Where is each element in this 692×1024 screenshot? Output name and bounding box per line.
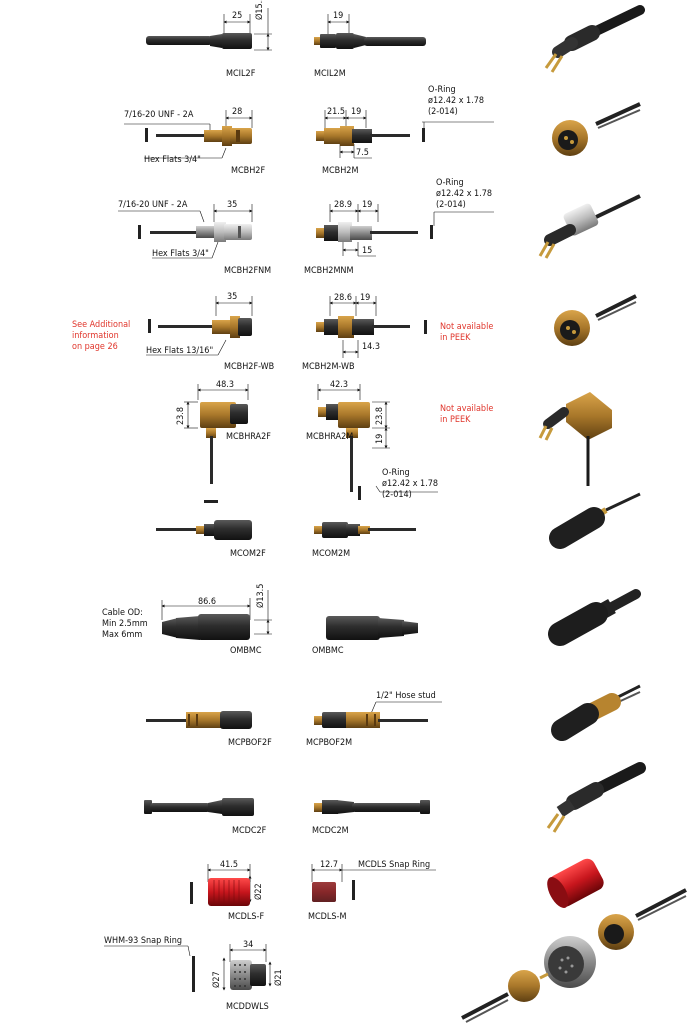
part-mcil2f-drawing: [146, 33, 252, 49]
dim-label: 7.5: [356, 148, 369, 158]
part-name-mcdls-f: MCDLS-F: [228, 912, 265, 922]
part-mcdc2f-drawing: [144, 798, 254, 816]
see-additional-note: See Additional information on page 26: [72, 320, 131, 352]
dim-label: 19: [360, 293, 371, 303]
dim-label: 23.8: [176, 406, 186, 425]
part-name-mcom2f: MCOM2F: [230, 549, 266, 559]
part-mcdls-m-drawing: [312, 880, 355, 902]
part-name-mcbh2f: MCBH2F: [231, 166, 266, 176]
dim-label: 19: [362, 200, 373, 210]
dim-label: 34: [243, 940, 254, 950]
dim-label: Ø13.5: [256, 583, 266, 608]
part-name-mcdls-m: MCDLS-M: [308, 912, 347, 922]
dim-label: Ø27: [212, 971, 222, 988]
part-name-mcbh2f-wb: MCBH2F-WB: [224, 362, 275, 372]
part-mcom2m-drawing: [314, 522, 416, 538]
part-mcbh2m-wb-drawing: [316, 316, 427, 338]
dim-label: Hex Flats 3/4": [152, 249, 209, 259]
dim-label: 19: [351, 107, 362, 117]
dim-label: 28: [232, 107, 243, 117]
part-mcbh2mnm-drawing: [316, 222, 433, 242]
dim-label: 7/16-20 UNF - 2A: [118, 200, 188, 210]
render-mcbh2-wb: [554, 294, 637, 346]
part-name-mcbh2m-wb: MCBH2M-WB: [302, 362, 355, 372]
dim-label: 86.6: [198, 597, 217, 607]
part-name-mcbh2mnm: MCBH2MNM: [304, 266, 354, 276]
render-mcbh2: [552, 102, 641, 156]
part-name-mcdc2f: MCDC2F: [232, 826, 267, 836]
part-mcbh2fnm-drawing: [138, 222, 252, 242]
part-name-mcddwls: MCDDWLS: [226, 1002, 269, 1012]
dim-label: 35: [227, 292, 238, 302]
dim-label: 35: [227, 200, 238, 210]
render-mcom2: [549, 492, 641, 549]
not-available-peek-note: Not available in PEEK: [440, 404, 494, 425]
dim-label: 28.6: [334, 293, 353, 303]
part-name-mcbh2fnm: MCBH2FNM: [224, 266, 272, 276]
oring-note: O-Ring ø12.42 x 1.78 (2-014): [382, 468, 439, 500]
part-mcbhra2m-drawing: [318, 402, 370, 500]
part-mcdls-f-drawing: [190, 878, 250, 906]
part-name-mcom2m: MCOM2M: [312, 549, 351, 559]
part-name-mcil2m: MCIL2M: [314, 69, 346, 79]
dim-label: 48.3: [216, 380, 235, 390]
part-name-mcbhra2m: MCBHRA2M: [306, 432, 354, 442]
dim-label: 42.3: [330, 380, 349, 390]
oring-note: O-Ring ø12.42 x 1.78 (2-014): [436, 178, 493, 210]
hose-stud-note: 1/2" Hose stud: [376, 691, 436, 701]
dim-label: Hex Flats 13/16": [146, 346, 214, 356]
render-mcdls-assembly: [461, 858, 687, 1023]
render-mcbhra2: [538, 392, 612, 486]
dim-label: Hex Flats 3/4": [144, 155, 201, 165]
part-name-ombmc-right: OMBMC: [312, 646, 344, 656]
dim-label: 41.5: [220, 860, 239, 870]
part-mcbh2m-drawing: [316, 126, 425, 146]
part-mcil2m-drawing: [314, 33, 426, 49]
dim-label: Ø15.5: [255, 0, 265, 20]
part-name-mcdc2m: MCDC2M: [312, 826, 349, 836]
part-mcbh2f-wb-drawing: [148, 316, 252, 338]
dim-label: 25: [232, 11, 243, 21]
dim-label: 19: [333, 11, 344, 21]
snap-ring-note: MCDLS Snap Ring: [358, 860, 431, 870]
part-ombmc-left-drawing: [162, 614, 250, 640]
part-name-mcbhra2f: MCBHRA2F: [226, 432, 271, 442]
render-mcil2: [544, 5, 645, 73]
part-name-mcpbof2f: MCPBOF2F: [228, 738, 272, 748]
part-mcbhra2f-drawing: [200, 402, 248, 503]
part-mcbh2f-drawing: [145, 126, 252, 146]
render-mcdc2: [546, 762, 646, 833]
dim-label: 28.9: [334, 200, 353, 210]
part-mcpbof2m-drawing: [314, 712, 428, 728]
dim-label: 12.7: [320, 860, 339, 870]
dim-label: 15: [362, 246, 373, 256]
not-available-peek-note: Not available in PEEK: [440, 322, 494, 343]
render-ombmc: [548, 589, 641, 646]
part-mcddwls-drawing: [192, 956, 266, 992]
dim-label: 19: [375, 433, 385, 444]
part-mcpbof2f-drawing: [146, 711, 252, 729]
snap-ring-note: WHM-93 Snap Ring: [104, 936, 182, 946]
dim-label: 21.5: [327, 107, 346, 117]
dim-label: Ø22: [254, 883, 264, 900]
cable-od-note: Cable OD: Min 2.5mm Max 6mm: [102, 608, 148, 640]
dim-label: 14.3: [362, 342, 381, 352]
oring-note: O-Ring ø12.42 x 1.78 (2-014): [428, 85, 485, 117]
part-mcom2f-drawing: [156, 520, 252, 540]
render-mcpbof2: [551, 684, 641, 741]
dim-label: 23.8: [375, 406, 385, 425]
part-mcdc2m-drawing: [314, 800, 430, 814]
part-name-mcil2f: MCIL2F: [226, 69, 256, 79]
part-name-mcbh2m: MCBH2M: [322, 166, 359, 176]
part-name-mcpbof2m: MCPBOF2M: [306, 738, 353, 748]
dimension-lines: [104, 8, 494, 991]
dim-label: 7/16-20 UNF - 2A: [124, 110, 194, 120]
part-ombmc-right-drawing: [326, 616, 418, 640]
render-mcbh2nm: [538, 194, 641, 259]
part-name-ombmc-left: OMBMC: [230, 646, 262, 656]
dim-label: Ø21: [274, 969, 284, 986]
